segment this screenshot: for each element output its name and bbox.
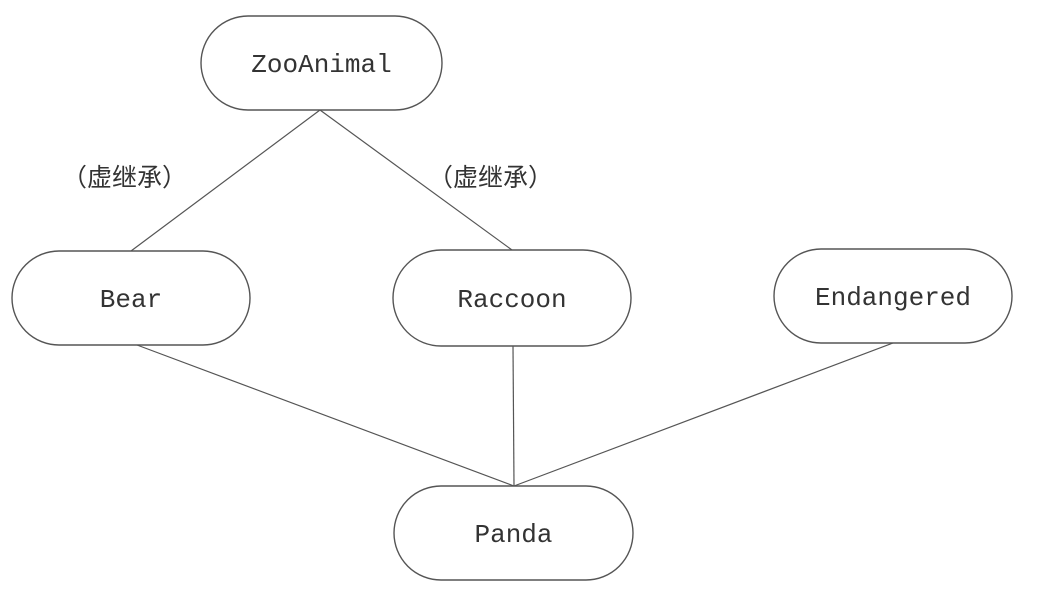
node-label-bear: Bear [100, 285, 162, 315]
edge-bear-zooanimal [130, 109, 321, 252]
node-label-zooanimal: ZooAnimal [251, 50, 391, 80]
edge-label-virtual-inheritance-left: （虚继承） [62, 163, 187, 192]
edge-panda-raccoon [512, 345, 515, 487]
edge-label-virtual-inheritance-right: （虚继承） [428, 163, 553, 192]
node-label-endangered: Endangered [815, 283, 971, 313]
node-label-panda: Panda [474, 520, 552, 550]
edge-panda-bear [136, 344, 515, 487]
node-label-raccoon: Raccoon [457, 285, 566, 315]
node-endangered: Endangered [773, 248, 1013, 344]
node-raccoon: Raccoon [392, 249, 632, 347]
edge-panda-endangered [513, 342, 894, 487]
node-panda: Panda [393, 485, 634, 581]
node-bear: Bear [11, 250, 251, 346]
node-zooanimal: ZooAnimal [200, 15, 443, 111]
edge-raccoon-zooanimal [319, 109, 513, 251]
